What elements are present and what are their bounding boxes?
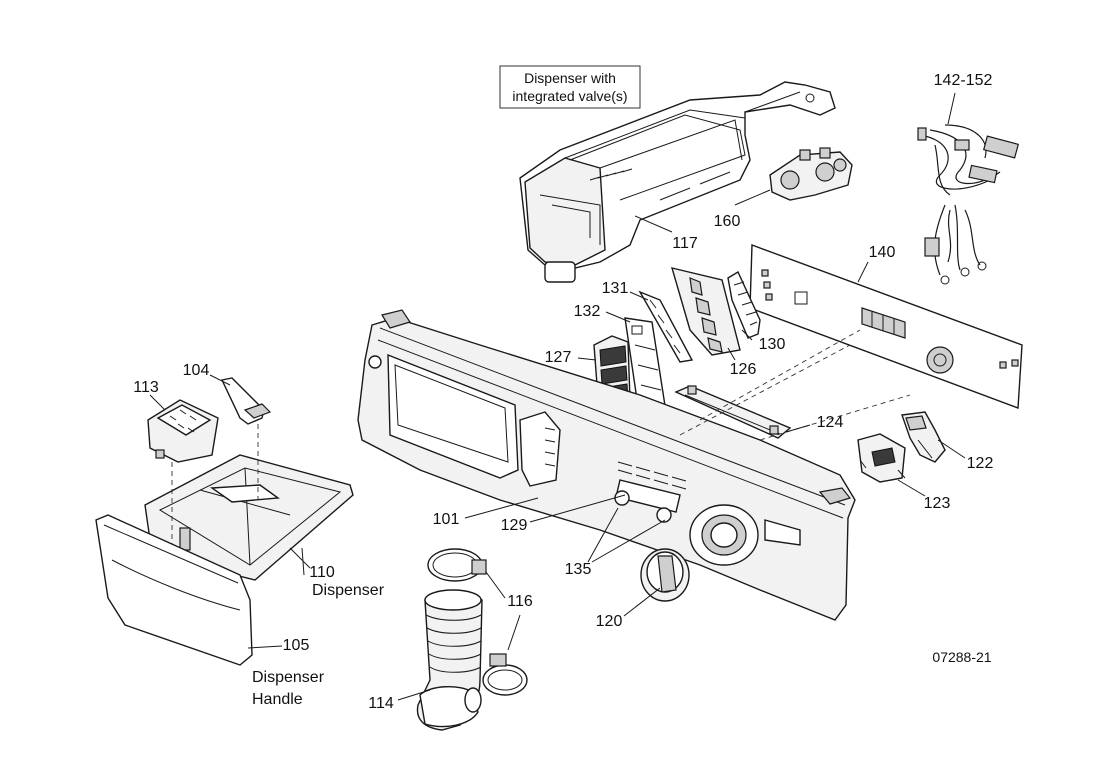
- callout-line-1: Dispenser with: [524, 70, 616, 86]
- clamp-116-upper: [427, 548, 487, 582]
- label-123: 123: [924, 495, 951, 512]
- label-dispenser: Dispenser: [312, 582, 385, 599]
- label-130: 130: [759, 336, 786, 353]
- label-105: 105: [283, 637, 310, 654]
- label-117: 117: [672, 235, 698, 252]
- figure-id: 07288-21: [932, 649, 991, 665]
- bar-124: [674, 385, 792, 439]
- part-122: [901, 411, 946, 463]
- cap-104: [220, 377, 272, 425]
- panel-131: [638, 290, 694, 363]
- control-board-140: [749, 244, 1023, 409]
- dispenser-drawer-110: [144, 454, 354, 581]
- valve-160: [769, 147, 853, 201]
- label-129: 129: [501, 517, 528, 534]
- board-display: [861, 307, 906, 339]
- label-131: 131: [602, 280, 629, 297]
- wire-harness-142-152: [917, 124, 1020, 285]
- light-pipe-130: [727, 270, 761, 339]
- label-dispenser-handle-line1: Dispenser: [252, 669, 325, 686]
- label-135: 135: [565, 561, 592, 578]
- label-114: 114: [368, 695, 394, 712]
- label-113: 113: [133, 379, 159, 396]
- alignment-lines: [171, 329, 911, 545]
- label-124: 124: [817, 414, 844, 431]
- label-dispenser-handle-line2: Handle: [252, 691, 303, 708]
- hose-114: [416, 589, 483, 731]
- part-123: [857, 433, 906, 483]
- dispenser-callout-box: Dispenser with integrated valve(s): [499, 65, 641, 109]
- bracket-126: [670, 267, 741, 356]
- callout-line-2: integrated valve(s): [512, 88, 627, 104]
- dispenser-handle-105: [95, 514, 253, 666]
- label-120: 120: [596, 613, 623, 630]
- label-126: 126: [730, 361, 757, 378]
- label-140: 140: [869, 244, 896, 261]
- label-122: 122: [967, 455, 994, 472]
- insert-113: [147, 399, 219, 463]
- part-labels: 140 160 117 142-152 131 132 127 130 126 …: [133, 72, 993, 712]
- label-132: 132: [574, 303, 601, 320]
- label-110: 110: [309, 564, 335, 581]
- label-160: 160: [714, 213, 741, 230]
- label-127: 127: [545, 349, 572, 366]
- label-101: 101: [433, 511, 460, 528]
- label-116: 116: [507, 593, 533, 610]
- label-142-152: 142-152: [934, 72, 993, 89]
- leader-lines: [149, 92, 966, 701]
- dispenser-housing-117: [519, 81, 836, 283]
- knob-120: [640, 548, 690, 602]
- console-101: [357, 309, 856, 621]
- label-104: 104: [183, 362, 210, 379]
- clamp-116-lower: [482, 653, 528, 696]
